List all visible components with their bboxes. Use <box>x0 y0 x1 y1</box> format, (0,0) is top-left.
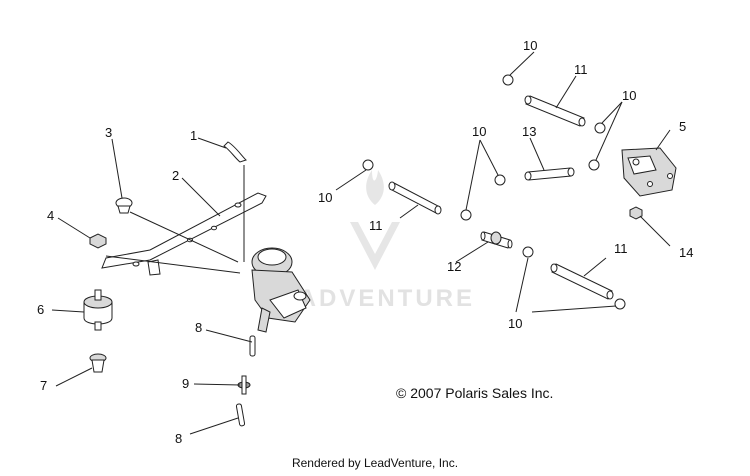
callout-3: 3 <box>105 125 112 140</box>
footer-rendered-by: Rendered by LeadVenture, Inc. <box>291 456 459 470</box>
callout-6: 6 <box>37 302 44 317</box>
callout-numbers: 1 2 3 4 5 6 7 8 9 8 10 10 10 10 10 11 11… <box>37 38 693 446</box>
pin-part-8-upper <box>249 335 256 357</box>
copyright-notice: © 2007 Polaris Sales Inc. <box>396 385 553 401</box>
clamp-parts-10 <box>362 74 626 310</box>
grommet-part-7 <box>89 353 107 373</box>
nut-part-4 <box>89 233 107 249</box>
callout-1: 1 <box>190 128 197 143</box>
callout-10-left: 10 <box>318 190 332 205</box>
connector-part-12 <box>480 231 513 249</box>
bolt-part-3 <box>115 197 133 214</box>
callout-7: 7 <box>40 378 47 393</box>
callout-11-top: 11 <box>574 62 588 77</box>
tube-part-11-left <box>389 182 441 214</box>
fitting-part-9 <box>237 375 251 395</box>
carburetor-assembly <box>251 247 311 333</box>
callout-4: 4 <box>47 208 54 223</box>
callout-11-right: 11 <box>614 241 628 256</box>
callout-10-right: 10 <box>622 88 636 103</box>
callout-8-lower: 8 <box>175 431 182 446</box>
leader-lines <box>51 51 671 435</box>
callout-13: 13 <box>522 124 536 139</box>
callout-12: 12 <box>447 259 461 274</box>
hose-part-1 <box>223 141 247 163</box>
callout-9: 9 <box>182 376 189 391</box>
callout-2: 2 <box>172 168 179 183</box>
callout-11-left: 11 <box>369 218 383 233</box>
nut-part-14 <box>629 206 643 220</box>
callout-14: 14 <box>679 245 693 260</box>
pump-part-5 <box>621 147 677 197</box>
pin-part-8-lower <box>235 403 246 427</box>
tube-part-13 <box>527 167 572 181</box>
tube-part-11-top <box>525 95 585 127</box>
callout-10-center: 10 <box>472 124 486 139</box>
callout-5: 5 <box>679 119 686 134</box>
callout-8-upper: 8 <box>195 320 202 335</box>
callout-10-bottom: 10 <box>508 316 522 331</box>
tube-part-11-right <box>551 263 613 300</box>
rubber-mount-part-6 <box>83 289 113 331</box>
callout-10-top: 10 <box>523 38 537 53</box>
